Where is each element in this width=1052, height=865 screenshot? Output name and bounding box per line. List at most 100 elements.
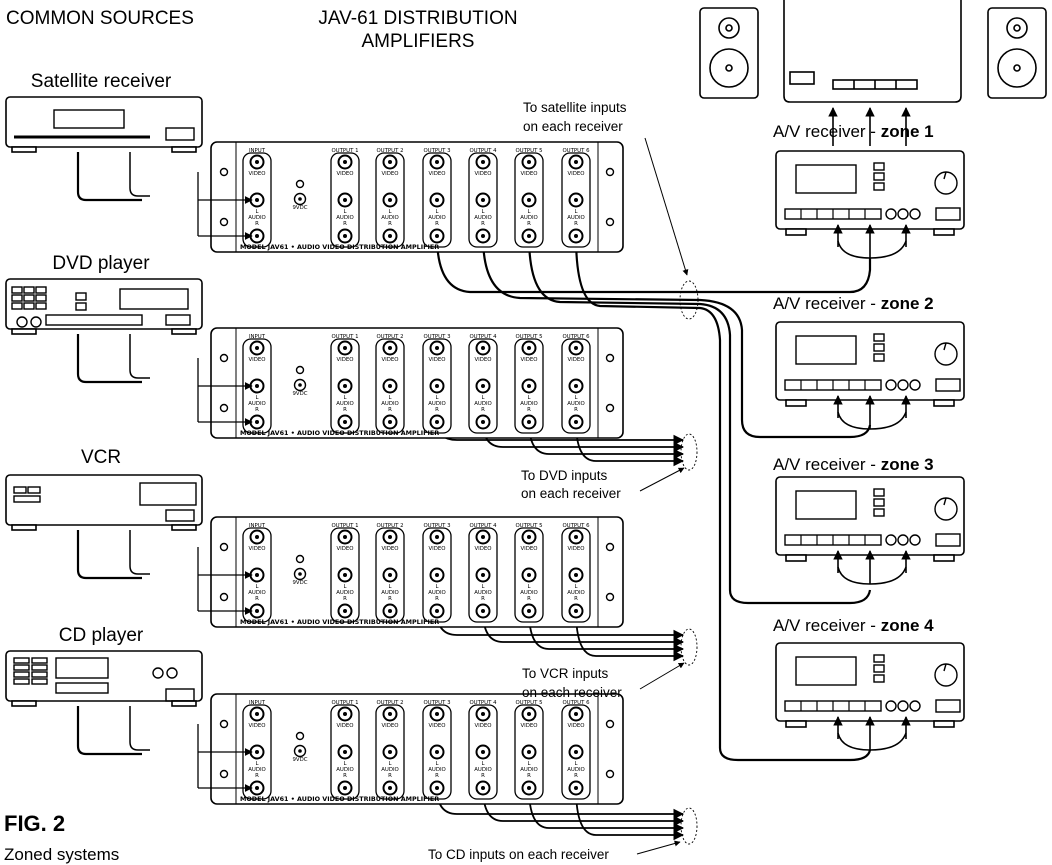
output-label: OUTPUT 6 — [562, 148, 590, 154]
video-label: VIDEO — [520, 357, 537, 363]
video-label: VIDEO — [567, 171, 584, 177]
right-label: R — [255, 221, 259, 227]
receiver-label: A/V receiver - zone 3 — [773, 455, 934, 474]
power-label: 9VDC — [292, 757, 307, 763]
output-label: OUTPUT 5 — [515, 334, 542, 340]
source-device-dvd-icon — [5, 278, 203, 384]
speaker-right-icon — [987, 7, 1047, 99]
audio-label: AUDIO — [474, 767, 492, 773]
power-label: 9VDC — [292, 205, 307, 211]
right-label: R — [343, 221, 347, 227]
amplifier-model-label: MODEL JAV61 • AUDIO VIDEO DISTRIBUTION A… — [240, 429, 439, 437]
output-label: OUTPUT 6 — [562, 523, 590, 529]
power-label: 9VDC — [292, 580, 307, 586]
right-label: R — [435, 221, 439, 227]
receiver-prefix: A/V receiver - — [773, 122, 881, 141]
receiver-prefix: A/V receiver - — [773, 294, 881, 313]
left-label: L — [481, 395, 484, 401]
callout-satellite-line2: on each receiver — [523, 119, 623, 134]
audio-label: AUDIO — [248, 767, 266, 773]
callout-dvd-line2: on each receiver — [521, 486, 621, 501]
receiver-prefix: A/V receiver - — [773, 455, 881, 474]
right-label: R — [574, 596, 578, 602]
video-label: VIDEO — [248, 723, 265, 729]
video-label: VIDEO — [567, 723, 584, 729]
receiver-label: A/V receiver - zone 4 — [773, 616, 934, 635]
audio-label: AUDIO — [520, 215, 538, 221]
common-sources-heading: COMMON SOURCES — [6, 8, 194, 29]
left-label: L — [388, 209, 391, 215]
video-label: VIDEO — [248, 357, 265, 363]
video-label: VIDEO — [381, 723, 398, 729]
video-label: VIDEO — [336, 546, 353, 552]
audio-label: AUDIO — [567, 590, 585, 596]
output-label: OUTPUT 4 — [469, 700, 497, 706]
right-label: R — [388, 773, 392, 779]
right-label: R — [527, 221, 531, 227]
video-label: VIDEO — [567, 546, 584, 552]
receiver-zone: zone 4 — [881, 616, 934, 635]
audio-label: AUDIO — [248, 215, 266, 221]
callout-cd: To CD inputs on each receiver — [428, 847, 609, 862]
source-device-satellite-icon — [5, 96, 203, 202]
output-label: OUTPUT 1 — [331, 148, 358, 154]
television-with-speakers — [699, 0, 1047, 146]
source-label-dvd: DVD player — [52, 253, 150, 274]
output-label: OUTPUT 3 — [423, 334, 450, 340]
left-label: L — [527, 584, 530, 590]
audio-label: AUDIO — [474, 401, 492, 407]
right-label: R — [574, 773, 578, 779]
audio-label: AUDIO — [520, 590, 538, 596]
right-label: R — [343, 596, 347, 602]
right-label: R — [435, 773, 439, 779]
right-label: R — [255, 773, 259, 779]
left-label: L — [435, 584, 438, 590]
video-label: VIDEO — [381, 171, 398, 177]
speaker-left-icon — [699, 7, 759, 99]
video-label: VIDEO — [248, 546, 265, 552]
audio-label: AUDIO — [428, 215, 446, 221]
receiver-zone: zone 1 — [881, 122, 934, 141]
receiver-prefix: A/V receiver - — [773, 616, 881, 635]
video-label: VIDEO — [520, 171, 537, 177]
video-label: VIDEO — [381, 357, 398, 363]
video-label: VIDEO — [428, 546, 445, 552]
audio-label: AUDIO — [381, 767, 399, 773]
callout-dvd-line1: To DVD inputs — [521, 468, 608, 483]
left-label: L — [527, 395, 530, 401]
right-label: R — [255, 596, 259, 602]
output-label: OUTPUT 5 — [515, 148, 542, 154]
audio-label: AUDIO — [428, 590, 446, 596]
audio-label: AUDIO — [567, 767, 585, 773]
callout-satellite-line1: To satellite inputs — [523, 100, 627, 115]
amplifier-model-label: MODEL JAV61 • AUDIO VIDEO DISTRIBUTION A… — [240, 795, 439, 803]
amplifiers-heading-line2: AMPLIFIERS — [362, 31, 475, 52]
right-label: R — [574, 407, 578, 413]
receiver-label: A/V receiver - zone 1 — [773, 122, 934, 141]
audio-label: AUDIO — [428, 767, 446, 773]
right-label: R — [527, 407, 531, 413]
video-label: VIDEO — [381, 546, 398, 552]
receiver-label: A/V receiver - zone 2 — [773, 294, 934, 313]
video-label: VIDEO — [567, 357, 584, 363]
right-label: R — [574, 221, 578, 227]
input-cables — [197, 724, 253, 792]
left-label: L — [435, 761, 438, 767]
video-label: VIDEO — [474, 171, 491, 177]
